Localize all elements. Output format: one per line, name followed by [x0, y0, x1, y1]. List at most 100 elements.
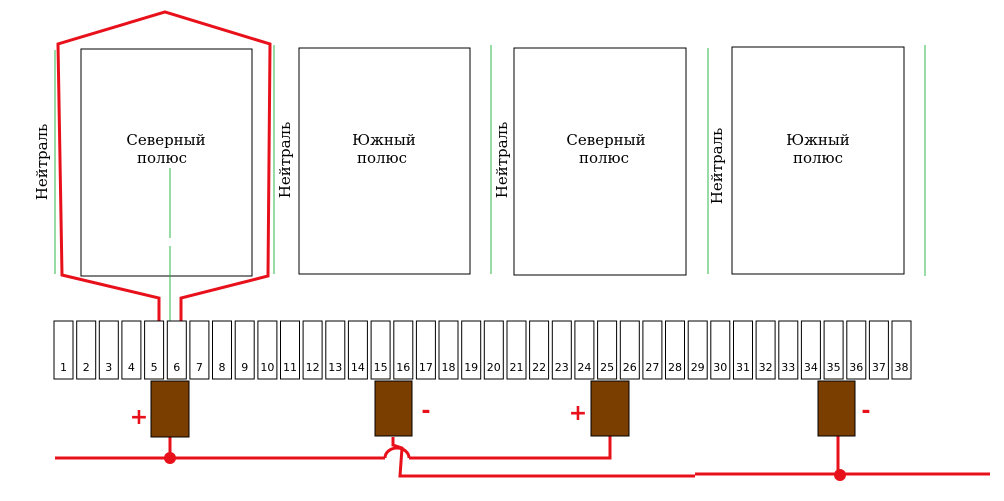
slot-number: 1 — [60, 361, 67, 374]
pole-4-box — [731, 46, 905, 275]
slot-27 — [642, 320, 663, 380]
slot-number: 25 — [600, 361, 614, 374]
neutral-label-1: Нейтраль — [33, 124, 51, 201]
slot-number: 7 — [196, 361, 203, 374]
slot-38 — [891, 320, 912, 380]
pole-1-box — [80, 48, 253, 277]
slot-number: 14 — [351, 361, 365, 374]
slot-36 — [846, 320, 867, 380]
slot-17 — [415, 320, 436, 380]
slot-19 — [461, 320, 482, 380]
slot-8 — [212, 320, 232, 380]
slot-35 — [823, 320, 844, 380]
lead-wires — [55, 436, 990, 478]
pole-3: Северный полюс — [513, 47, 687, 276]
slot-number: 15 — [374, 361, 388, 374]
pole-3-label-line1: Северный — [566, 131, 645, 149]
terminal-block-3 — [590, 380, 630, 437]
main-bus-wire — [55, 436, 612, 460]
slot-5 — [144, 320, 165, 380]
slot-number: 20 — [487, 361, 501, 374]
slot-15 — [370, 320, 391, 380]
slot-number: 28 — [668, 361, 682, 374]
slot-3 — [98, 320, 119, 380]
terminal-1-sign: + — [130, 405, 148, 430]
slot-number: 10 — [260, 361, 274, 374]
slot-number: 31 — [736, 361, 750, 374]
pole-2-label-line2: полюс — [357, 149, 407, 167]
pole-1-label-line2: полюс — [137, 149, 187, 167]
crossover-hop — [383, 446, 411, 459]
slot-30 — [710, 320, 731, 380]
terminal-2-sign: - — [421, 399, 430, 424]
pole-1: Северный полюс — [80, 48, 253, 277]
slot-number: 37 — [872, 361, 886, 374]
pole-2: Южный полюс — [298, 47, 471, 275]
slot-number: 5 — [151, 361, 158, 374]
slot-7 — [189, 320, 210, 380]
slot-number: 2 — [83, 361, 90, 374]
slot-33 — [778, 320, 799, 380]
slot-23 — [551, 320, 572, 380]
slot-number: 6 — [173, 361, 180, 374]
slot-20 — [483, 320, 504, 380]
slot-number: 24 — [577, 361, 591, 374]
slot-6 — [166, 320, 187, 380]
slot-number: 19 — [464, 361, 478, 374]
slot-37 — [868, 320, 889, 380]
slot-number: 21 — [510, 361, 524, 374]
slot-24 — [574, 320, 595, 380]
junction-dot-2 — [834, 469, 846, 481]
slot-16 — [393, 320, 414, 380]
slot-number: 22 — [532, 361, 546, 374]
junction-dot-1 — [164, 452, 176, 464]
slot-1 — [53, 320, 74, 380]
slot-29 — [687, 320, 708, 380]
pole-3-box — [513, 47, 687, 276]
slot-number: 29 — [691, 361, 705, 374]
terminal-3-sign: + — [569, 401, 587, 426]
slot-number: 11 — [283, 361, 297, 374]
slot-number: 35 — [827, 361, 841, 374]
slot-12 — [302, 320, 323, 380]
slot-25 — [597, 320, 618, 380]
slot-11 — [280, 320, 300, 380]
pole-4: Южный полюс — [731, 46, 905, 275]
slot-number: 36 — [849, 361, 863, 374]
slot-number: 4 — [128, 361, 135, 374]
pole-4-label-line1: Южный — [786, 131, 850, 149]
slot-2 — [76, 320, 97, 380]
neutral-lines — [54, 45, 926, 322]
slot-number: 3 — [105, 361, 112, 374]
pole-2-label-line1: Южный — [352, 131, 416, 149]
slot-number: 8 — [219, 361, 226, 374]
slot-21 — [506, 320, 527, 380]
slot-number: 17 — [419, 361, 433, 374]
slot-number: 33 — [781, 361, 795, 374]
slot-number: 34 — [804, 361, 818, 374]
slot-34 — [800, 320, 821, 380]
slot-9 — [234, 320, 255, 380]
terminal-block-1 — [150, 380, 190, 438]
slot-number: 38 — [895, 361, 909, 374]
winding-loop-wire — [56, 10, 272, 322]
terminal-4-sign: - — [861, 399, 870, 424]
slot-number: 13 — [328, 361, 342, 374]
slot-number: 32 — [759, 361, 773, 374]
slot-number: 23 — [555, 361, 569, 374]
slot-number: 26 — [623, 361, 637, 374]
slot-number: 9 — [241, 361, 248, 374]
slot-22 — [529, 320, 550, 380]
neutral-label-4: Нейтраль — [708, 128, 726, 205]
neutral-label-3: Нейтраль — [493, 122, 511, 199]
terminal-block-2 — [374, 380, 413, 437]
slot-number: 27 — [645, 361, 659, 374]
slot-13 — [325, 320, 346, 380]
slot-18 — [438, 320, 459, 380]
slot-4 — [121, 320, 142, 380]
slot-number: 18 — [442, 361, 456, 374]
slot-10 — [257, 320, 278, 380]
slot-number: 12 — [306, 361, 320, 374]
